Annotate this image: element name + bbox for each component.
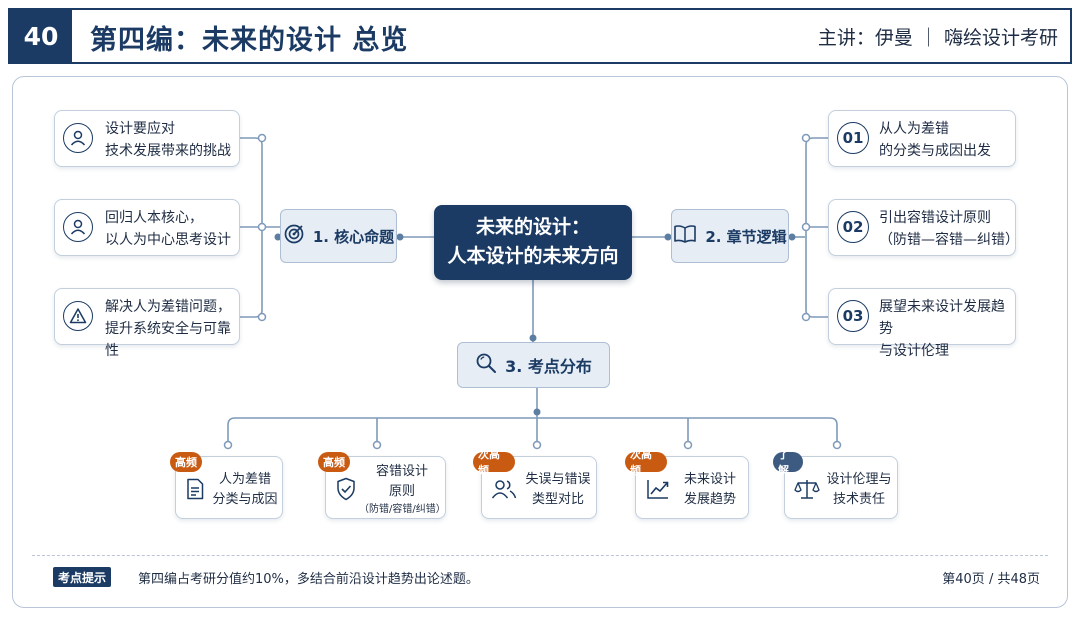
right-item-text: 与设计伦理 [879, 343, 949, 359]
footer-divider [32, 555, 1048, 556]
left-item-2: 回归人本核心， 以人为中心思考设计 [54, 199, 240, 256]
logic-node-label: 2. 章节逻辑 [705, 227, 787, 246]
left-item-text: 提升系统安全与可靠性 [105, 321, 231, 359]
shield-check-icon [336, 477, 356, 505]
frequency-tag: 高频 [170, 452, 202, 472]
right-item-3: 03 展望未来设计发展趋势 与设计伦理 [828, 288, 1016, 359]
exam-topic-text: 失误与错误 [525, 472, 591, 487]
right-item-text: （防错—容错—纠错） [879, 232, 1019, 248]
scale-icon [794, 478, 820, 504]
exam-topic-card-4: 未来设计 发展趋势 [635, 456, 749, 519]
center-topic: 未来的设计： 人本设计的未来方向 [434, 205, 632, 280]
exam-topic-text: 分类与成因 [212, 492, 278, 507]
page-title: 第四编：未来的设计 总览 [90, 25, 409, 56]
right-item-text: 展望未来设计发展趋势 [879, 299, 1005, 337]
page-indicator: 第40页 / 共48页 [942, 572, 1040, 587]
user-icon [63, 123, 93, 153]
exam-topic-text: 未来设计 [683, 472, 736, 487]
exam-topic-text: 设计伦理与 [826, 472, 892, 487]
exam-topic-card-5: 设计伦理与 技术责任 [784, 456, 898, 519]
warning-icon [63, 301, 93, 331]
left-item-text: 回归人本核心， [105, 210, 203, 226]
exam-topic-text: 技术责任 [832, 492, 885, 507]
exam-topic-text: 发展趋势 [683, 492, 736, 507]
right-item-text: 从人为差错 [879, 121, 949, 137]
exam-topic-card-3: 失误与错误 类型对比 [481, 456, 597, 519]
left-item-text: 以人为中心思考设计 [105, 232, 231, 248]
tip-text: 第四编占考研分值约10%，多结合前沿设计趋势出论述题。 [138, 572, 479, 587]
document-icon [186, 478, 204, 504]
exam-distribution-node: 3. 考点分布 [457, 342, 610, 388]
book-icon [673, 224, 697, 248]
chapter-logic-node: 2. 章节逻辑 [671, 209, 789, 263]
exam-topic-text: 容错设计 [375, 464, 428, 479]
core-proposition-node: 1. 核心命题 [280, 209, 397, 263]
header-bar: 40 第四编：未来的设计 总览 主讲：伊曼 ｜ 嗨绘设计考研 [8, 8, 1072, 64]
frequency-tag: 次高频 [473, 448, 515, 477]
presenter-info: 主讲：伊曼 ｜ 嗨绘设计考研 [817, 27, 1058, 49]
exam-topic-text: 人为差错 [218, 472, 271, 487]
right-item-1: 01 从人为差错 的分类与成因出发 [828, 110, 1016, 167]
center-line-2: 人本设计的未来方向 [447, 245, 619, 267]
right-item-text: 的分类与成因出发 [879, 143, 991, 159]
center-line-1: 未来的设计： [475, 216, 590, 238]
trend-chart-icon [646, 478, 670, 504]
frequency-tag: 次高频 [625, 448, 667, 477]
tip-label: 考点提示 [53, 567, 111, 587]
frequency-tag: 高频 [318, 452, 350, 472]
exam-node-label: 3. 考点分布 [505, 357, 592, 376]
left-item-text: 技术发展带来的挑战 [105, 143, 231, 159]
left-item-3: 解决人为差错问题， 提升系统安全与可靠性 [54, 288, 240, 359]
step-number-badge: 03 [837, 300, 869, 332]
left-item-1: 设计要应对 技术发展带来的挑战 [54, 110, 240, 167]
step-number-badge: 01 [837, 122, 869, 154]
user-icon [63, 212, 93, 242]
exam-topic-subtext: （防错/容错/纠错） [359, 504, 446, 515]
left-item-text: 设计要应对 [105, 121, 175, 137]
users-icon [491, 479, 517, 503]
right-item-text: 引出容错设计原则 [879, 210, 991, 226]
right-item-2: 02 引出容错设计原则 （防错—容错—纠错） [828, 199, 1019, 256]
target-icon [283, 223, 305, 249]
step-number-badge: 02 [837, 211, 869, 243]
left-item-text: 解决人为差错问题， [105, 299, 231, 315]
frequency-tag: 了解 [773, 448, 803, 477]
exam-topic-text: 原则 [388, 484, 415, 499]
exam-topic-text: 类型对比 [531, 492, 584, 507]
search-icon [475, 352, 497, 378]
page-number-badge: 40 [10, 10, 72, 62]
core-node-label: 1. 核心命题 [312, 227, 395, 246]
